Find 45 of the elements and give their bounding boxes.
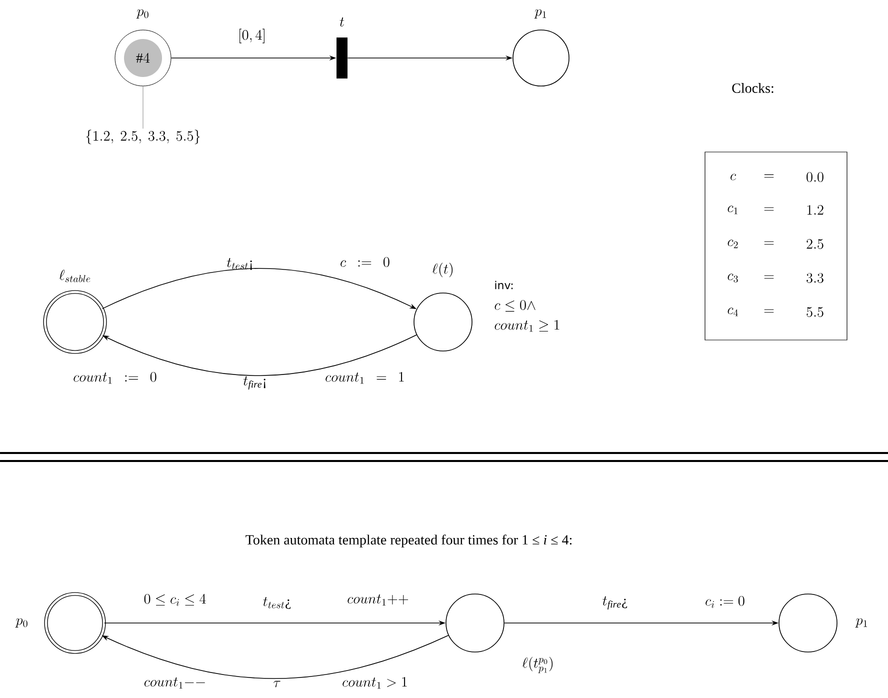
edge-label: $[0,4]$ xyxy=(240,28,264,44)
node-label: $\ell(t)$ xyxy=(432,262,453,278)
node-label: $p_0$ xyxy=(15,618,28,628)
table-cell: $=$ xyxy=(764,309,774,313)
guard-label: $0 \leq c_i \leq 4$ xyxy=(144,594,206,606)
update-label: $c\ \ :=\ \ 0$ xyxy=(340,257,390,267)
edge-label: $t_{test}\mbox{¡}$ xyxy=(226,258,252,270)
node-label: $p_1$ xyxy=(855,618,867,628)
guard-label: $count_1 > 1$ xyxy=(342,676,407,689)
token: $\#4$ xyxy=(124,39,162,77)
table-cell: $5.5$ xyxy=(806,307,824,317)
table-cell: $=$ xyxy=(764,174,774,178)
node-label: $p_0$ xyxy=(136,9,148,18)
table-cell: $=$ xyxy=(764,275,774,279)
edge-label: $\tau$ xyxy=(274,680,280,688)
caption-text: Token automata template repeated four times for 1 ≤ i ≤ 4: xyxy=(246,534,572,548)
node-label: $t$ xyxy=(340,17,344,27)
value-set: $\{1.2,\ 2.5,\ 3.3,\ 5.5\}$ xyxy=(86,130,200,144)
update-label: $count_1{+}{+}$ xyxy=(348,594,408,606)
node-label: $\ell_{stable}$ xyxy=(59,270,90,282)
table-cell: $1.2$ xyxy=(807,205,824,215)
edge-label: $t_{test}\mbox{¿}$ xyxy=(263,596,290,609)
invariant-text: inv: xyxy=(495,280,513,290)
node-label: $\ell(t^{p_0}_{p_1})$ xyxy=(522,656,553,674)
table-cell: $0.0$ xyxy=(806,172,824,182)
table-cell: $c$ xyxy=(730,174,736,180)
update-label: $count_1\ \ :=\ \ 0$ xyxy=(74,372,156,384)
edge-label: $t_{\mathit{fire}}\mbox{¡}$ xyxy=(243,376,266,390)
table-cell: $c_4$ xyxy=(728,308,738,316)
update-label: $c_i := 0$ xyxy=(706,596,744,608)
guard-label: $count_1\ \ =\ \ 1$ xyxy=(326,372,404,384)
invariant-text: $c \leq 0 \wedge$ xyxy=(494,300,536,312)
clocks-heading: Clocks: xyxy=(732,83,774,93)
table-cell: $3.3$ xyxy=(806,273,824,283)
node-label: $p_1$ xyxy=(534,9,546,18)
table-cell: $2.5$ xyxy=(806,239,824,249)
table-cell: $c_2$ xyxy=(728,240,738,248)
table-cell: $=$ xyxy=(764,207,774,211)
edge-label: $t_{\mathit{fire}}\mbox{¿}$ xyxy=(602,596,627,610)
table-cell: $=$ xyxy=(764,241,774,245)
table-cell: $c_3$ xyxy=(728,274,738,282)
table-cell: $c_1$ xyxy=(728,206,738,214)
leader-line xyxy=(142,86,144,129)
invariant-text: $count_1 \geq 1$ xyxy=(494,320,560,332)
update-label: $count_1{-}{-}$ xyxy=(144,677,205,688)
